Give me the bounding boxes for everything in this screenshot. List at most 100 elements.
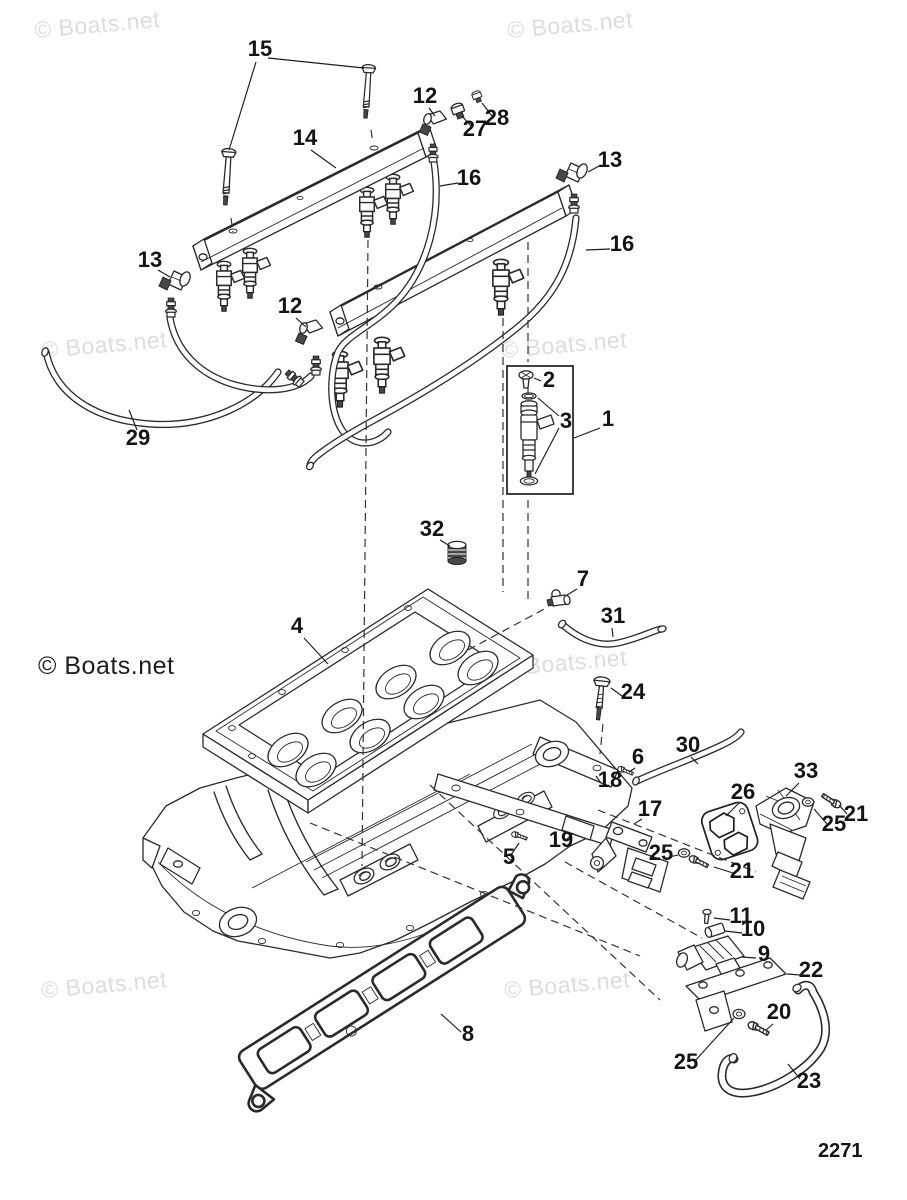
elbow-fitting-12 xyxy=(294,319,324,346)
mounting-bolt xyxy=(217,147,237,207)
part-19-block xyxy=(561,815,595,841)
callout-label-25: 25 xyxy=(674,1049,698,1074)
watermark-layer: © Boats.net © Boats.net © Boats.net © Boats… xyxy=(33,6,634,1003)
callout-label-28: 28 xyxy=(485,105,509,130)
callout-leader-line xyxy=(481,102,493,117)
callout-label-20: 20 xyxy=(767,999,791,1024)
washer-25 xyxy=(801,797,815,807)
callout-leader-line xyxy=(786,973,801,976)
screw-21 xyxy=(819,792,843,810)
fuel-injector xyxy=(384,173,415,226)
callout-leader-line xyxy=(267,57,365,69)
washer-25 xyxy=(677,848,691,858)
watermark: © Boats.net xyxy=(500,326,628,363)
hose-fitting xyxy=(165,297,177,318)
injector-with-orings xyxy=(519,392,555,486)
bracket-22 xyxy=(685,957,787,1032)
callout-label-23: 23 xyxy=(797,1068,821,1093)
callout-label-31: 31 xyxy=(601,603,625,628)
watermark: © Boats.net xyxy=(506,6,634,43)
screw-21 xyxy=(687,854,711,869)
plug-32 xyxy=(447,540,467,566)
callout-leader-line xyxy=(428,107,436,117)
watermark: © Boats.net xyxy=(503,966,631,1003)
callout-label-13: 13 xyxy=(598,147,622,172)
callout-leader-line xyxy=(668,854,679,858)
callout-leader-line xyxy=(587,165,600,173)
gasket-26 xyxy=(700,801,759,861)
callout-leader-line xyxy=(303,637,329,665)
callout-leader-line xyxy=(713,917,731,921)
callout-leader-line xyxy=(228,61,257,151)
hose-fitting xyxy=(310,355,322,376)
callout-label-27: 27 xyxy=(463,116,487,141)
callout-label-9: 9 xyxy=(758,941,770,966)
callout-leader-line xyxy=(838,804,848,815)
fitting-28 xyxy=(470,89,484,105)
fuel-hoses xyxy=(41,158,580,471)
callout-leader-line xyxy=(611,627,614,638)
screw-2 xyxy=(518,370,534,389)
callout-label-17: 17 xyxy=(638,796,662,821)
callout-leader-line xyxy=(440,1013,462,1033)
callout-leader-line xyxy=(439,182,459,187)
callout-leader-line xyxy=(573,427,601,439)
callout-label-18: 18 xyxy=(598,767,622,792)
callout-label-13: 13 xyxy=(138,247,162,272)
assembly-dashed-lines xyxy=(230,129,757,1001)
callout-leader-line xyxy=(534,427,560,475)
callout-leader-line xyxy=(633,818,643,825)
callout-leader-line xyxy=(128,409,138,431)
callout-label-6: 6 xyxy=(632,744,644,769)
callout-leader-line xyxy=(566,588,578,596)
callout-label-12: 12 xyxy=(278,293,302,318)
callout-leader-line xyxy=(585,248,611,251)
callout-label-29: 29 xyxy=(126,425,150,450)
callout-label-1: 1 xyxy=(602,406,614,431)
callout-label-32: 32 xyxy=(420,516,444,541)
callout-leader-line xyxy=(510,842,520,856)
callout-label-24: 24 xyxy=(621,679,646,704)
sensor-9 xyxy=(675,935,745,977)
callout-label-25: 25 xyxy=(822,811,846,836)
callout-label-25: 25 xyxy=(649,840,673,865)
idle-air-valve-33 xyxy=(755,787,815,900)
fuel-injector xyxy=(373,336,406,394)
watermark: © Boats.net xyxy=(40,326,168,363)
callout-leader-line xyxy=(693,1017,735,1063)
injector-detail-box xyxy=(506,365,574,495)
callout-label-21: 21 xyxy=(844,801,868,826)
fitting-7 xyxy=(546,589,571,607)
detail-box-frame xyxy=(506,365,574,495)
callout-leader-line xyxy=(741,956,757,959)
callout-leader-line xyxy=(765,1023,774,1031)
callout-label-16: 16 xyxy=(610,231,634,256)
callout-label-8: 8 xyxy=(462,1021,474,1046)
callout-leader-line xyxy=(295,317,307,328)
callout-leader-line xyxy=(725,802,740,817)
callout-leader-line xyxy=(310,149,337,169)
intake-gasket xyxy=(237,873,531,1113)
fuel-injector xyxy=(215,260,246,313)
callout-leader-line xyxy=(565,832,574,841)
callout-label-3: 3 xyxy=(560,408,572,433)
plenum-top-plate xyxy=(202,588,534,814)
callout-leader-line xyxy=(610,687,623,697)
callout-label-7: 7 xyxy=(577,566,589,591)
callout-leader-line xyxy=(461,115,472,127)
fuel-injector xyxy=(492,258,525,316)
fuel-injector xyxy=(358,186,389,239)
fuel-rail-lower xyxy=(329,184,578,408)
diagram-artwork xyxy=(41,63,843,1113)
cap-fitting-13 xyxy=(555,161,590,183)
callout-label-11: 11 xyxy=(729,903,752,928)
watermark: © Boats.net xyxy=(40,966,168,1003)
callout-leader-line xyxy=(713,866,734,874)
callout-label-16: 16 xyxy=(457,165,481,190)
fuel-injector xyxy=(241,247,272,300)
callout-leader-line xyxy=(537,397,560,417)
mounting-bolt xyxy=(358,63,377,120)
